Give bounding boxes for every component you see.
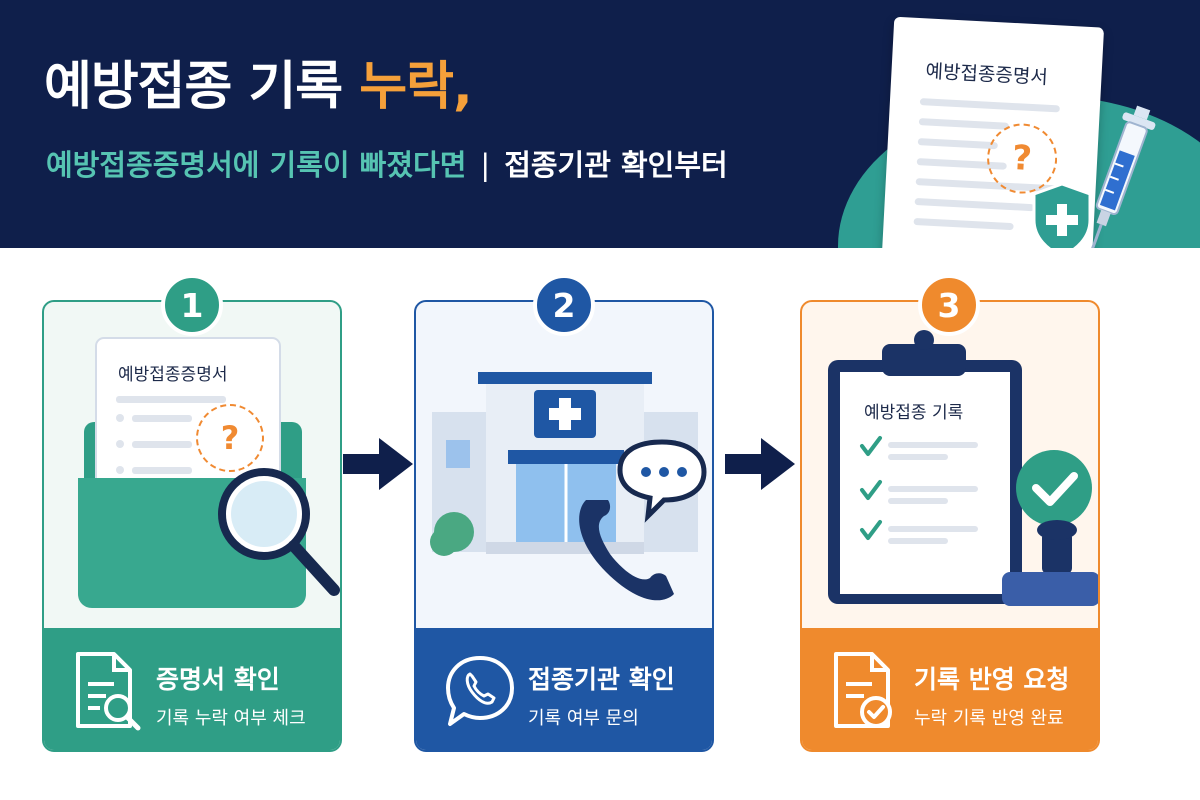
document-check-icon <box>834 652 892 728</box>
step-title: 증명서 확인 <box>156 665 280 694</box>
page-subtitle: 예방접종증명서에 기록이 빠졌다면 | 접종기관 확인부터 <box>46 142 728 184</box>
step-subtitle: 기록 누락 여부 체크 <box>156 708 306 729</box>
step-title: 접종기관 확인 <box>528 665 675 694</box>
step-footer-3: 기록 반영 요청 누락 기록 반영 완료 <box>802 628 1098 750</box>
shield-plus-icon <box>1032 182 1092 248</box>
step-footer-2: 접종기관 확인 기록 여부 문의 <box>416 628 712 750</box>
clipboard-stamp-illustration <box>828 330 1098 606</box>
step-card-3: 예방접종 기록 기록 반영 요청 누락 기록 반영 완료 <box>800 300 1100 752</box>
syringe-icon <box>1088 105 1156 248</box>
document-search-icon <box>76 652 141 731</box>
step-subtitle: 누락 기록 반영 완료 <box>914 708 1064 729</box>
subtitle-white: 접종기관 확인부터 <box>504 148 728 182</box>
step-subtitle: 기록 여부 문의 <box>528 708 639 729</box>
folder-document-illustration <box>78 337 340 608</box>
subtitle-separator: | <box>480 148 491 182</box>
subtitle-teal: 예방접종증명서에 기록이 빠졌다면 <box>46 148 467 182</box>
hospital-phone-illustration <box>430 372 707 601</box>
step-number-badge-2: 2 <box>533 274 595 336</box>
step-number-badge-3: 3 <box>918 274 980 336</box>
title-main: 예방접종 기록 <box>44 57 343 117</box>
arrow-right-icon <box>725 438 795 490</box>
question-mark-icon: ? <box>196 404 264 472</box>
step-footer-1: 증명서 확인 기록 누락 여부 체크 <box>44 628 340 750</box>
title-accent: 누락, <box>359 57 472 117</box>
step-number-badge-1: 1 <box>161 274 223 336</box>
hero-banner: 예방접종 기록 누락, 예방접종증명서에 기록이 빠졌다면|접종기관 확인부터 … <box>0 0 1200 248</box>
phone-chat-icon <box>446 656 514 726</box>
arrow-right-icon <box>343 438 413 490</box>
card3-doc-title: 예방접종 기록 <box>864 403 964 423</box>
card1-doc-title: 예방접종증명서 <box>118 365 228 385</box>
step-title: 기록 반영 요청 <box>914 665 1070 694</box>
hero-doc-title: 예방접종증명서 <box>924 60 1049 89</box>
page-title: 예방접종 기록 누락, <box>44 44 473 119</box>
step-card-1: 예방접종증명서 ? 증명서 확인 기록 누락 여부 체크 <box>42 300 342 752</box>
step-card-2: 접종기관 확인 기록 여부 문의 <box>414 300 714 752</box>
